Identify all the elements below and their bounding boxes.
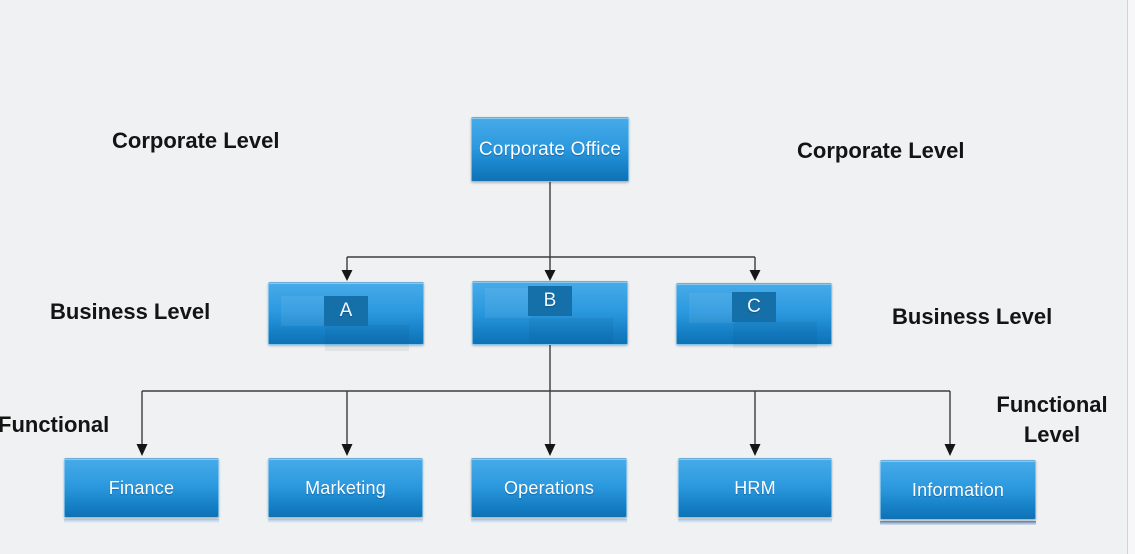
box-reflection (678, 519, 832, 523)
node-marketing: Marketing (268, 458, 423, 518)
slide-right-edge (1127, 0, 1135, 554)
label-business-level-right: Business Level (892, 304, 1053, 329)
arrowhead-information (944, 444, 956, 456)
node-information-label: Information (911, 479, 1005, 500)
ghost-shadow (529, 318, 613, 344)
box-reflection (64, 519, 219, 523)
box-reflection (880, 521, 1036, 525)
node-hrm-label: HRM (734, 477, 776, 498)
label-business-level-left: Business Level (50, 299, 211, 324)
node-business-unit-b-label: B (528, 286, 572, 316)
node-finance: Finance (64, 458, 219, 518)
box-reflection (471, 519, 627, 523)
connector-b-to-functions (141, 345, 951, 444)
node-business-unit-c-label: C (732, 292, 776, 322)
ghost-highlight (485, 288, 531, 318)
node-operations-label: Operations (503, 477, 595, 498)
node-business-unit-a-label: A (324, 296, 368, 326)
label-corporate-level-right: Corporate Level (797, 138, 965, 163)
arrowhead-unit-a (341, 270, 353, 281)
arrowheads (136, 270, 956, 456)
arrowhead-operations (544, 444, 556, 456)
label-functional-level-right: Functional Level (982, 390, 1122, 450)
node-operations: Operations (471, 458, 627, 518)
node-corporate-office-label: Corporate Office (478, 138, 622, 160)
arrowhead-unit-c (749, 270, 761, 281)
node-corporate-office: Corporate Office (471, 117, 629, 182)
connector-corporate-to-units (346, 182, 756, 270)
arrowhead-marketing (341, 444, 353, 456)
arrowhead-finance (136, 444, 148, 456)
node-information: Information (880, 460, 1036, 520)
ghost-shadow (325, 325, 409, 351)
node-business-unit-b: B (472, 281, 628, 345)
label-functional-right-line1: Functional (996, 392, 1108, 417)
ghost-highlight (689, 293, 735, 323)
ghost-shadow (733, 322, 817, 348)
arrowhead-hrm (749, 444, 761, 456)
label-functional-left: Functional (0, 412, 110, 437)
ghost-highlight (281, 296, 327, 326)
node-marketing-label: Marketing (305, 477, 386, 498)
arrowhead-unit-b (544, 270, 556, 281)
label-corporate-level-left: Corporate Level (112, 128, 280, 153)
label-functional-right-line2: Level (1023, 422, 1081, 447)
box-reflection (268, 519, 423, 523)
node-finance-label: Finance (108, 477, 175, 498)
node-hrm: HRM (678, 458, 832, 518)
node-business-unit-a: A (268, 282, 424, 351)
node-business-unit-c: C (676, 283, 832, 348)
